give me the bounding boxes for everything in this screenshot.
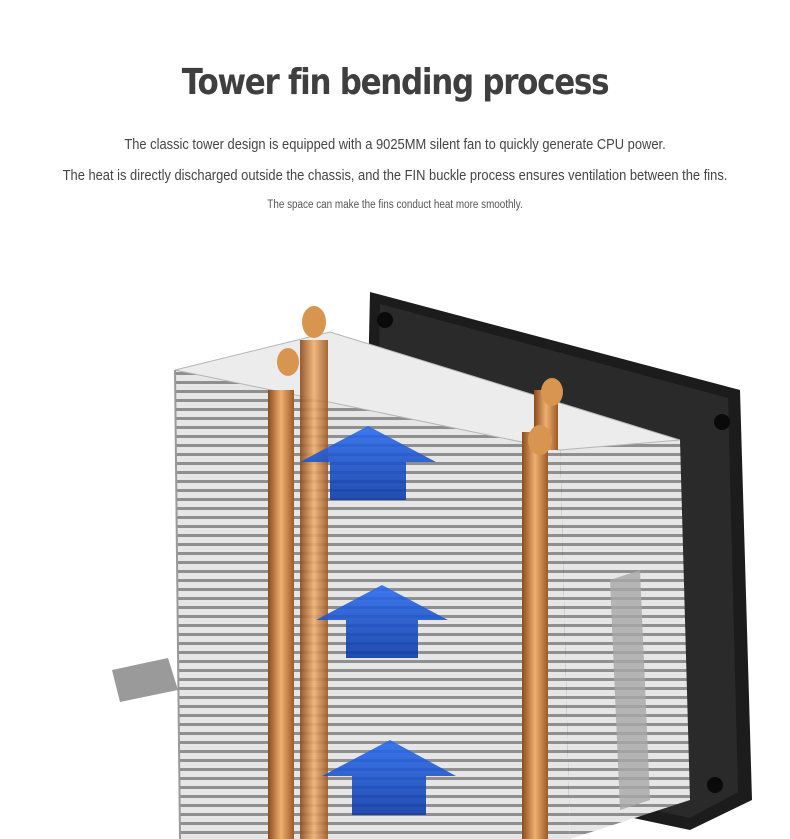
page-title: Tower fin bending process [181, 62, 610, 103]
description-line-1: The classic tower design is equipped wit… [124, 136, 666, 153]
airflow-arrow-icon [300, 426, 456, 815]
description-line-3: The space can make the fins conduct heat… [267, 199, 523, 211]
description-line-2: The heat is directly discharged outside … [62, 167, 728, 184]
mounting-clip [112, 570, 650, 810]
cpu-cooler-image [112, 292, 752, 839]
heat-pipes [268, 306, 563, 839]
